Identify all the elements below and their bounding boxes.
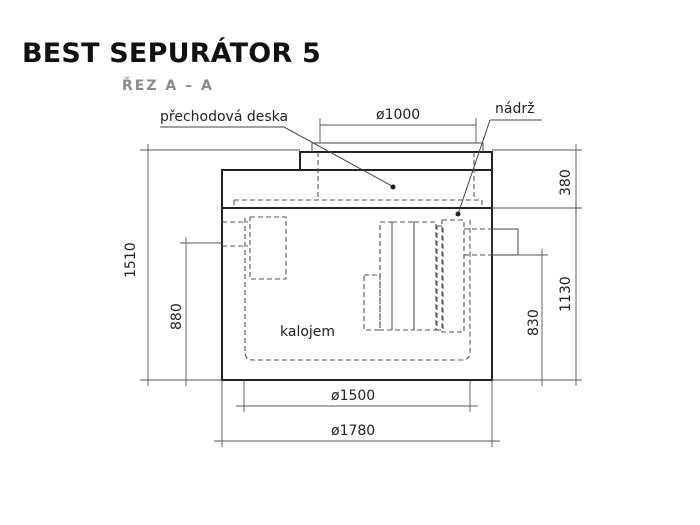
tank-body <box>221 207 493 381</box>
inner-vessel <box>244 218 471 361</box>
label-transition-plate: přechodová deska <box>160 109 288 125</box>
dim-top-diameter: ø1000 <box>376 107 420 123</box>
label-sludge: kalojem <box>280 324 335 340</box>
dim-outer-diameter: ø1780 <box>331 423 375 439</box>
inlet-baffle <box>249 216 287 280</box>
filter-plate-1 <box>379 221 393 331</box>
riser-neck <box>299 151 493 171</box>
filter-plate-2 <box>391 221 415 331</box>
section-subtitle: ŘEZ A – A <box>122 78 214 94</box>
dim-inlet-height: 880 <box>169 303 185 330</box>
filter-base <box>363 274 381 331</box>
dim-plate-height: 380 <box>558 169 574 196</box>
page-title: BEST SEPURÁTOR 5 <box>22 38 322 69</box>
outlet-tank <box>441 219 465 333</box>
dim-total-height: 1510 <box>123 242 139 278</box>
filter-plate-3 <box>413 221 437 331</box>
dim-outlet-height: 1130 <box>558 276 574 312</box>
transition-plate <box>221 169 493 209</box>
label-tank: nádrž <box>495 101 534 117</box>
dim-inner-height: 830 <box>526 309 542 336</box>
dim-inner-diameter: ø1500 <box>331 388 375 404</box>
outlet-pipe <box>491 228 519 256</box>
